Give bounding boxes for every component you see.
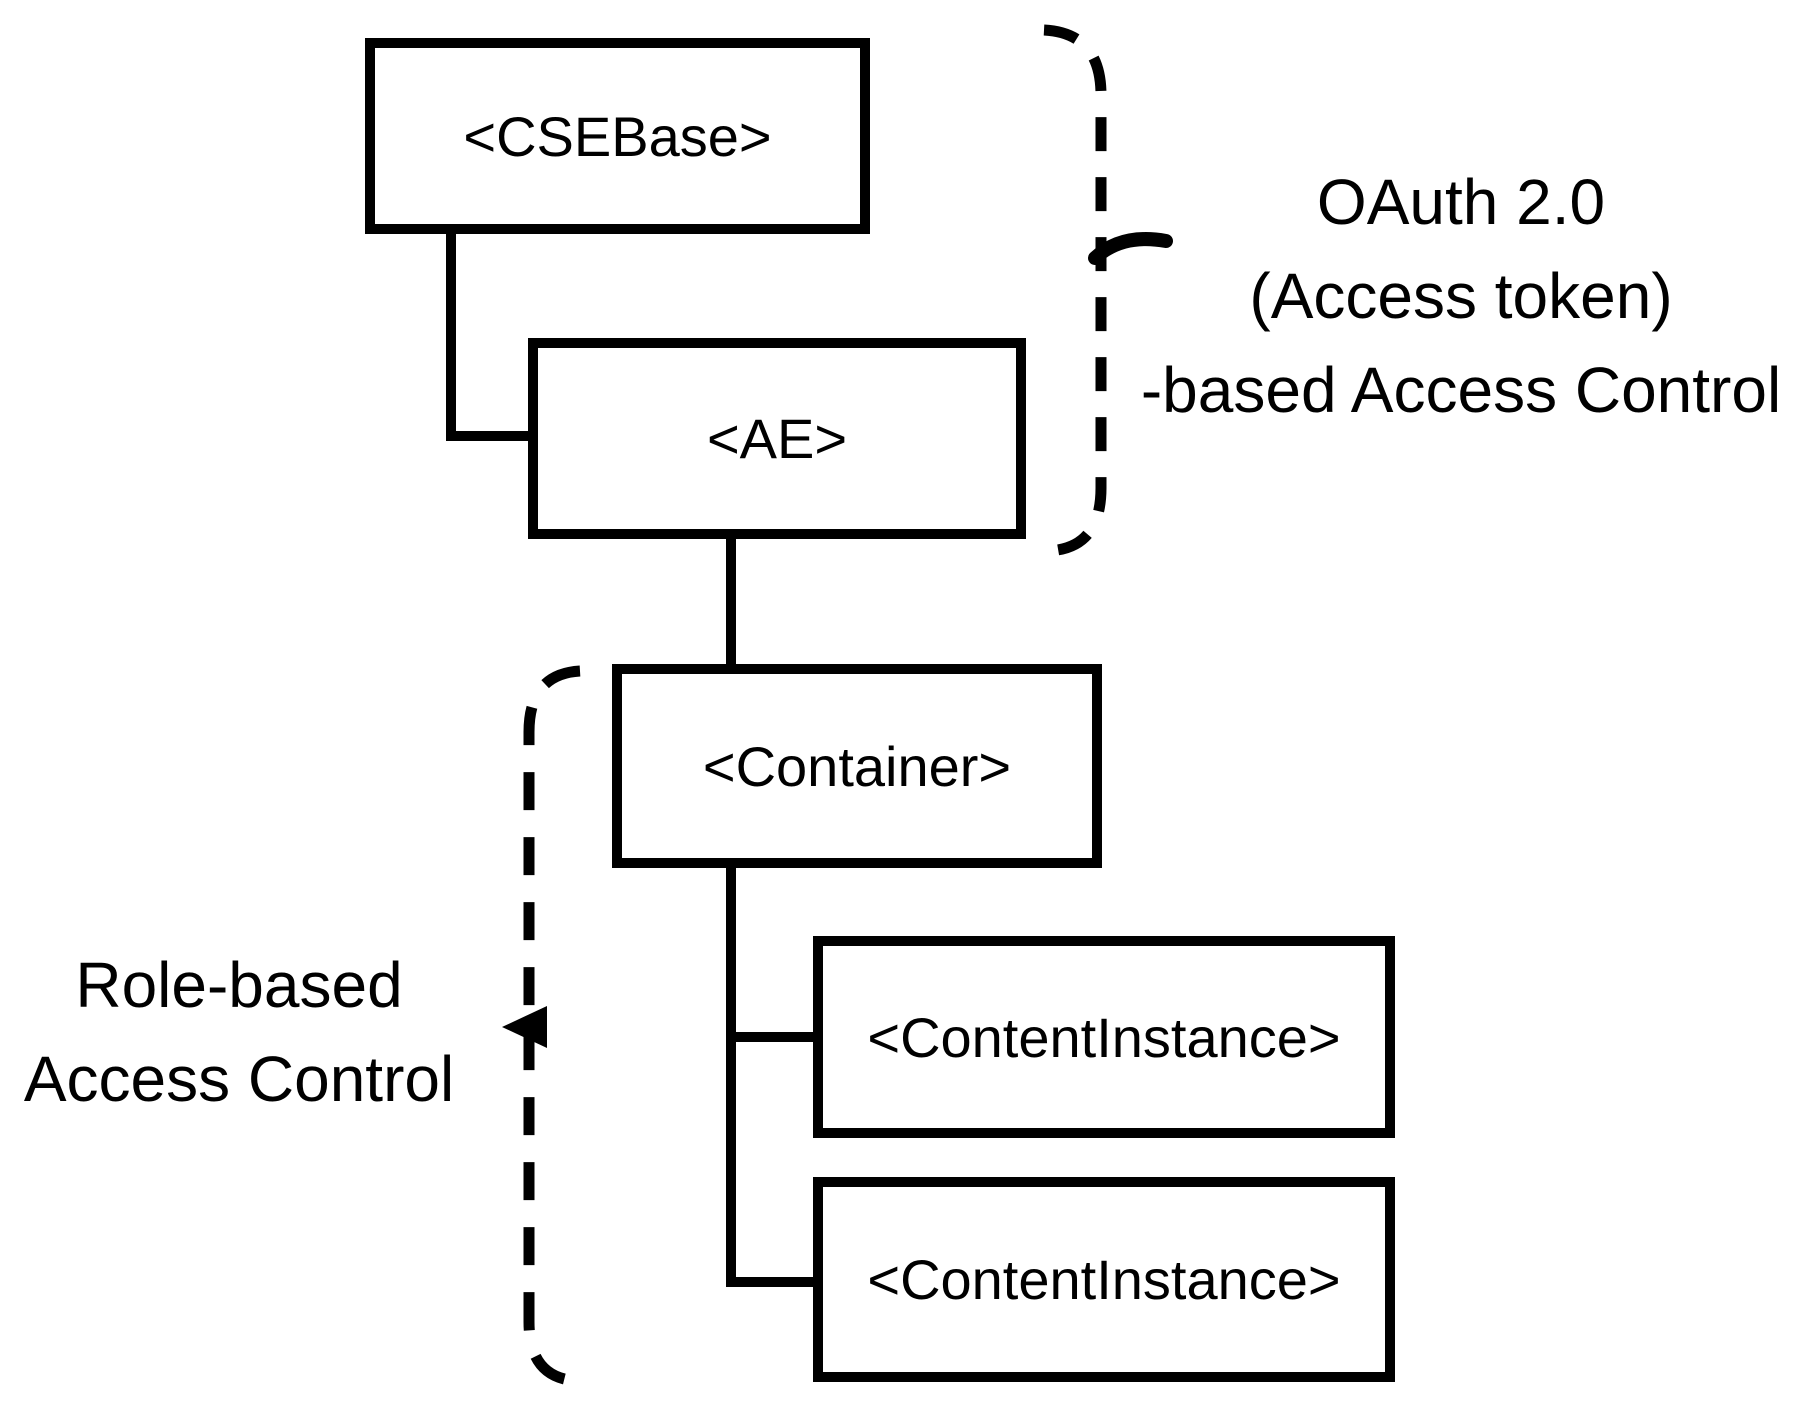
node-contentinstance-2: <ContentInstance> xyxy=(813,1177,1395,1382)
role-annotation-line-1: Role-based xyxy=(75,949,403,1021)
role-annotation: Role-based Access Control xyxy=(0,938,478,1126)
node-container-label: <Container> xyxy=(702,734,1012,798)
node-csebase-label: <CSEBase> xyxy=(463,104,772,168)
oauth-group-brace xyxy=(1043,24,1107,557)
edge-container-trunk xyxy=(726,866,736,1287)
node-contentinstance-1: <ContentInstance> xyxy=(813,936,1395,1138)
edge-container-contentinstance2 xyxy=(726,1277,823,1287)
oauth-annotation-line-2: (Access token) xyxy=(1249,260,1673,332)
node-contentinstance-2-label: <ContentInstance> xyxy=(867,1248,1341,1311)
node-ae: <AE> xyxy=(528,338,1026,539)
edge-ae-container xyxy=(726,537,736,668)
oauth-annotation: OAuth 2.0 (Access token) -based Access C… xyxy=(1105,155,1817,437)
node-contentinstance-1-label: <ContentInstance> xyxy=(867,1005,1341,1069)
role-group-brace xyxy=(523,665,583,1387)
edge-csebase-ae-horizontal xyxy=(446,431,538,441)
oauth-brace-pointer xyxy=(1088,232,1173,265)
oauth-annotation-line-1: OAuth 2.0 xyxy=(1316,166,1606,238)
role-annotation-line-2: Access Control xyxy=(23,1043,455,1115)
node-container: <Container> xyxy=(612,664,1102,868)
node-ae-label: <AE> xyxy=(706,407,848,470)
edge-container-contentinstance1 xyxy=(726,1032,823,1042)
edge-csebase-ae-vertical xyxy=(446,231,456,441)
oauth-annotation-line-3: -based Access Control xyxy=(1140,354,1782,426)
node-csebase: <CSEBase> xyxy=(365,38,870,234)
role-brace-pointer xyxy=(502,1006,547,1048)
